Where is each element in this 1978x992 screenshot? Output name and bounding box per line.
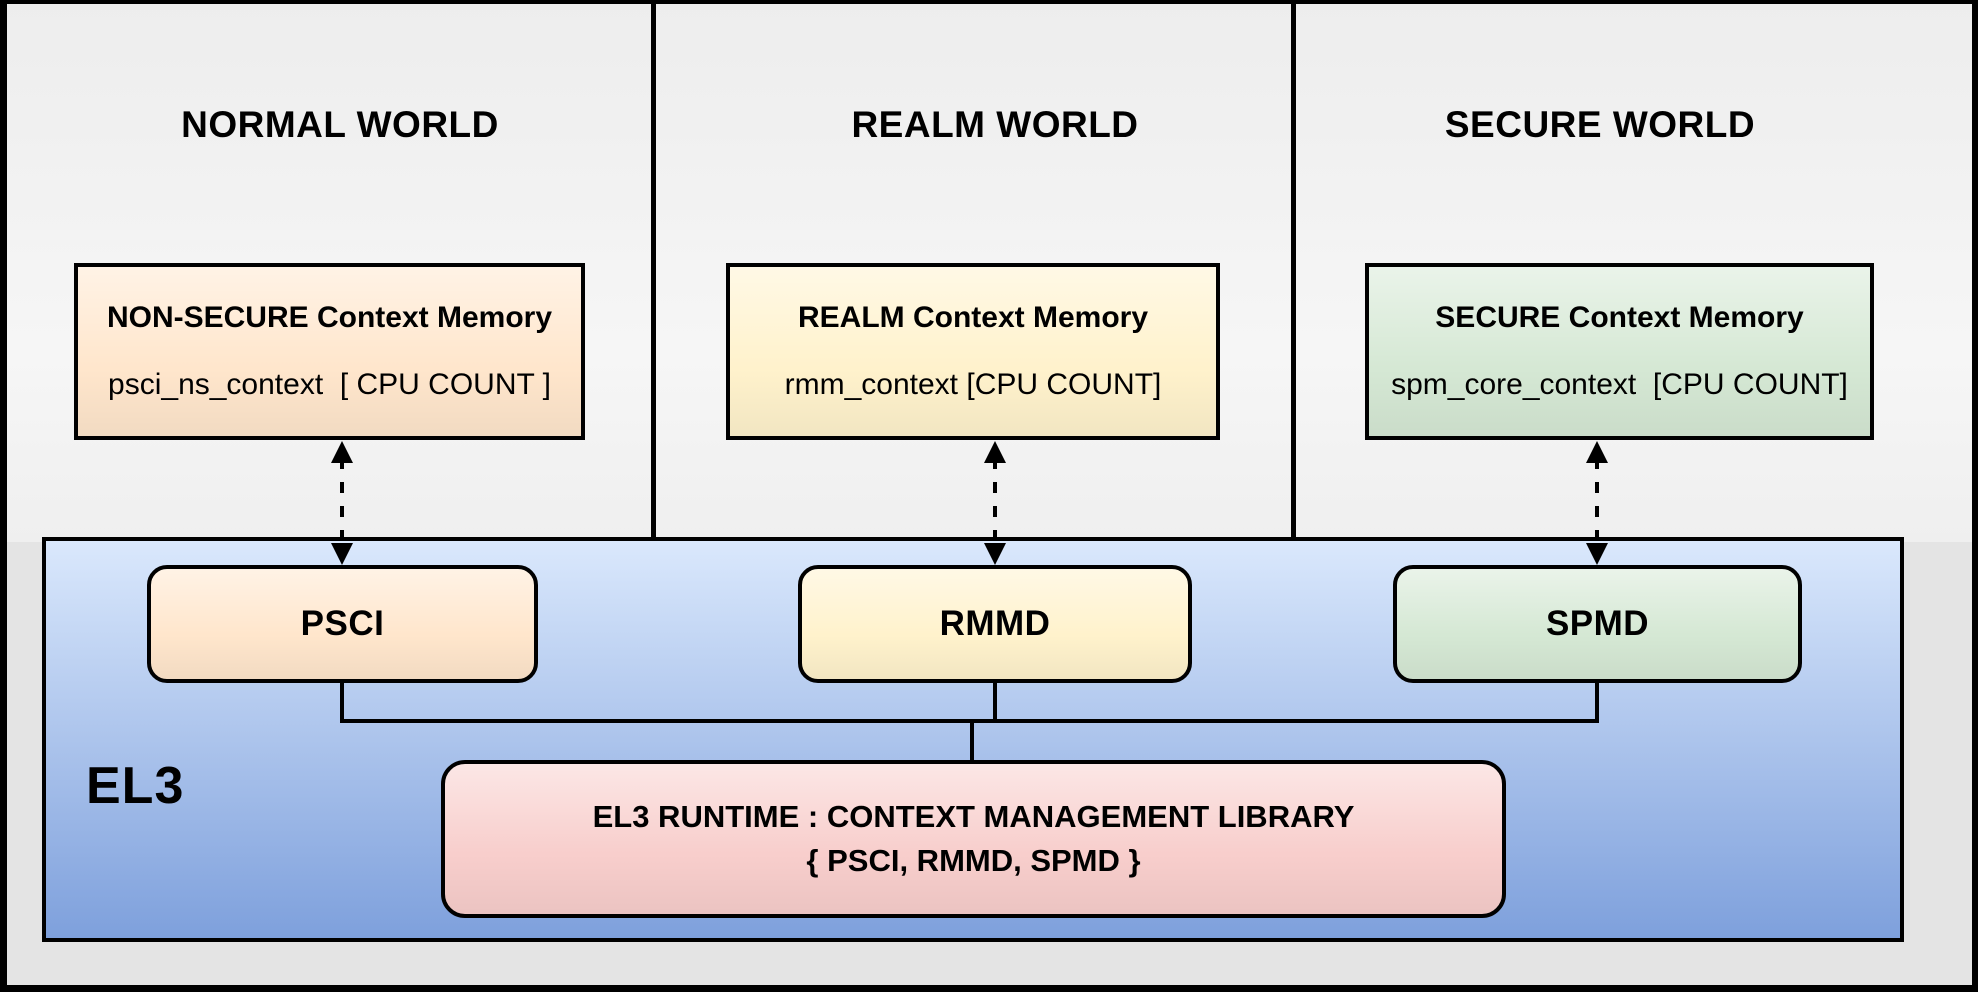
nonsecure-context-memory-detail: psci_ns_context [ CPU COUNT ] — [108, 368, 551, 402]
connector-runtime-drop — [970, 719, 974, 764]
arrowhead-down-icon — [984, 543, 1006, 565]
world-title-realm: REALM WORLD — [851, 104, 1139, 145]
arrowhead-down-icon — [1586, 543, 1608, 565]
secure-context-memory-detail: spm_core_context [CPU COUNT] — [1391, 368, 1848, 402]
connector-rmmd-drop — [993, 681, 997, 723]
dashed-arrow-secure — [1585, 441, 1609, 565]
connector-spmd-drop — [1595, 681, 1599, 723]
rmmd-box: RMMD — [798, 565, 1192, 683]
panel-divider-normal-realm — [651, 0, 656, 542]
arrowhead-up-icon — [984, 441, 1006, 463]
spmd-box: SPMD — [1393, 565, 1802, 683]
realm-context-memory-detail: rmm_context [CPU COUNT] — [784, 368, 1162, 402]
dashed-arrow-realm — [983, 441, 1007, 565]
arrowhead-up-icon — [1586, 441, 1608, 463]
dashed-arrow-normal — [330, 441, 354, 565]
realm-context-memory-box: REALM Context Memory rmm_context [CPU CO… — [726, 263, 1220, 440]
runtime-title: EL3 RUNTIME : CONTEXT MANAGEMENT LIBRARY — [592, 799, 1355, 834]
runtime-subtitle: { PSCI, RMMD, SPMD } — [806, 843, 1141, 878]
arrowhead-down-icon — [331, 543, 353, 565]
world-title-secure: SECURE WORLD — [1444, 104, 1756, 145]
connector-bus — [340, 719, 1599, 723]
nonsecure-context-memory-title: NON-SECURE Context Memory — [106, 300, 553, 334]
secure-context-memory-box: SECURE Context Memory spm_core_context [… — [1365, 263, 1874, 440]
realm-context-memory-title: REALM Context Memory — [797, 300, 1149, 334]
el3-label: EL3 — [86, 757, 185, 815]
dashed-line — [1595, 458, 1599, 548]
panel-divider-realm-secure — [1291, 0, 1296, 542]
dashed-line — [993, 458, 997, 548]
connector-psci-drop — [340, 681, 344, 723]
psci-box: PSCI — [147, 565, 538, 683]
el3-runtime-box: EL3 RUNTIME : CONTEXT MANAGEMENT LIBRARY… — [441, 760, 1506, 918]
world-title-normal: NORMAL WORLD — [181, 104, 499, 145]
nonsecure-context-memory-box: NON-SECURE Context Memory psci_ns_contex… — [74, 263, 585, 440]
arrowhead-up-icon — [331, 441, 353, 463]
dashed-line — [340, 458, 344, 548]
secure-context-memory-title: SECURE Context Memory — [1435, 300, 1804, 334]
